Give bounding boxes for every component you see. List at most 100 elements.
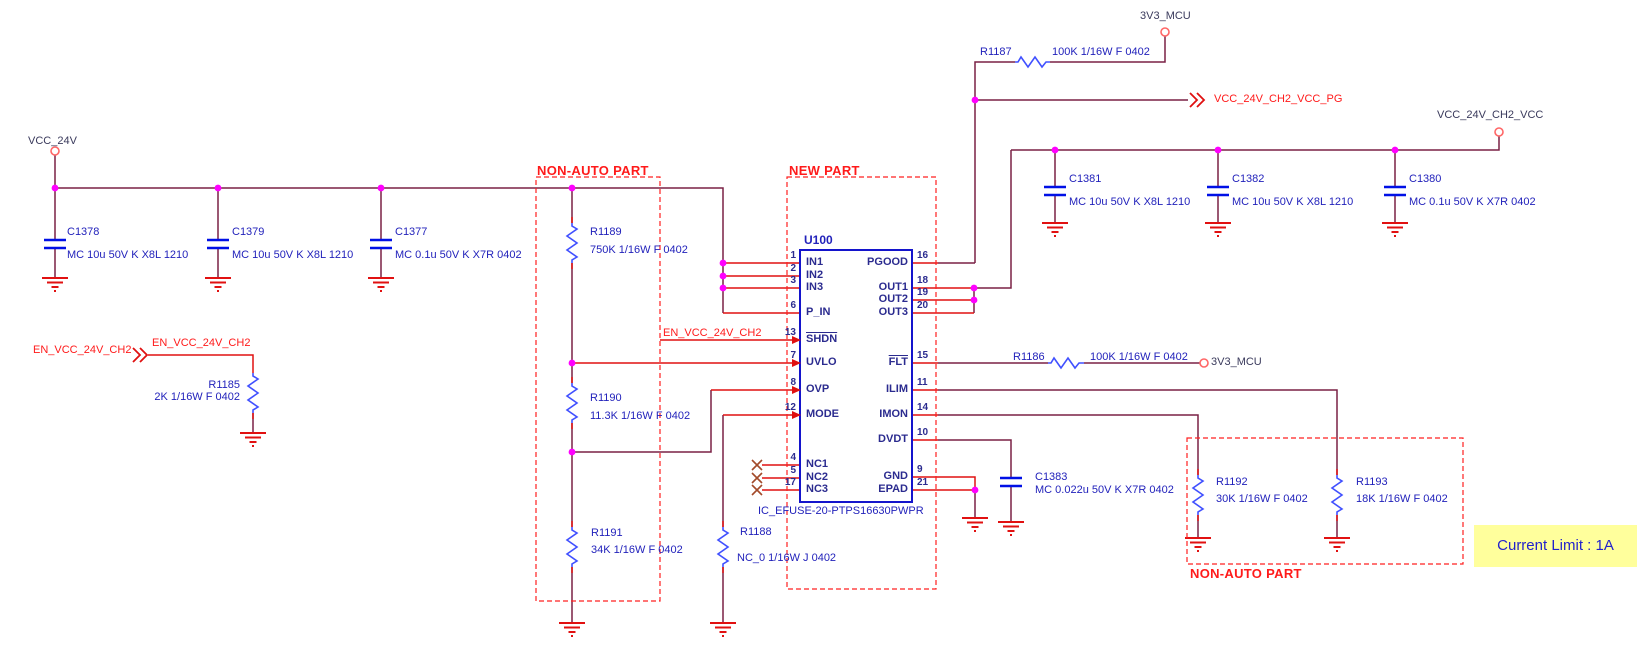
- C1380-value: MC 0.1u 50V K X7R 0402: [1409, 196, 1536, 208]
- pin-num-19: 19: [917, 287, 929, 298]
- pin-num-11: 11: [917, 377, 928, 388]
- resistor-symbols: [246, 55, 1344, 567]
- R1186-symbol: [1048, 356, 1084, 370]
- pin-name-imon: IMON: [879, 408, 908, 420]
- nc-stubs: [762, 464, 800, 491]
- net-label-en-wire: EN_VCC_24V_CH2: [152, 337, 251, 349]
- port-3v3-top-icon: [1160, 27, 1170, 37]
- current-limit-note: Current Limit : 1A: [1474, 525, 1637, 567]
- port-circle-icons: [50, 27, 1504, 368]
- pin-num-17: 17: [784, 477, 796, 488]
- C1382-value: MC 10u 50V K X8L 1210: [1232, 196, 1354, 208]
- C1378-symbol: [44, 238, 66, 250]
- R1187-ref: R1187: [980, 46, 1012, 58]
- non-auto-right-box: [1186, 437, 1464, 565]
- en-wire: [148, 354, 254, 373]
- new-part-box: [786, 176, 937, 590]
- C1378-ref: C1378: [67, 226, 100, 238]
- R1189-value: 750K 1/16W F 0402: [590, 244, 688, 256]
- pin-name-nc3: NC3: [806, 483, 829, 495]
- ic-ref: U100: [804, 233, 833, 247]
- cap-stems-right: [1054, 150, 1396, 223]
- R1189-symbol: [565, 223, 579, 263]
- wires: [54, 36, 1500, 623]
- pin-num-12: 12: [784, 402, 796, 413]
- pin-name-epad: EPAD: [878, 483, 908, 495]
- pin-name-gnd: GND: [883, 470, 908, 482]
- net-label-vcc24v: VCC_24V: [28, 135, 77, 147]
- group-boxes: [535, 176, 1464, 602]
- R1192-ref: R1192: [1216, 476, 1248, 488]
- pin-num-15: 15: [917, 350, 929, 361]
- pin-name-out2: OUT2: [878, 293, 908, 305]
- C1381-value: MC 10u 50V K X8L 1210: [1069, 196, 1191, 208]
- pin-name-shdn: SHDN: [806, 333, 838, 345]
- R1193-symbol: [1330, 475, 1344, 515]
- out-net: [973, 136, 1500, 313]
- ic-part: IC_EFUSE-20-PTPS16630PWPR: [758, 505, 924, 517]
- in-stubs: [723, 262, 800, 314]
- R1187-value: 100K 1/16W F 0402: [1052, 46, 1150, 58]
- pin-num-21: 21: [917, 477, 929, 488]
- R1191-value: 34K 1/16W F 0402: [591, 544, 683, 556]
- imon-net: [938, 414, 1199, 538]
- R1186-ref: R1186: [1013, 351, 1045, 363]
- ilim-net: [938, 389, 1338, 538]
- net-vcc24v-bus: [54, 155, 724, 313]
- pin-name-out3: OUT3: [878, 306, 908, 318]
- C1383-ref: C1383: [1035, 471, 1068, 483]
- pin-name-ovp: OVP: [806, 383, 830, 395]
- pin-num-6: 6: [790, 300, 796, 311]
- pin-name-uvlo: UVLO: [806, 356, 837, 368]
- box-label-non-auto-left: NON-AUTO PART: [537, 163, 649, 178]
- C1381-symbol: [1044, 185, 1066, 197]
- C1377-value: MC 0.1u 50V K X7R 0402: [395, 249, 522, 261]
- pg-chevron-icon: [1189, 92, 1206, 108]
- pin-num-9: 9: [917, 464, 923, 475]
- pin-name-nc1: NC1: [806, 458, 829, 470]
- ic-body: [799, 249, 913, 503]
- cap-stems-left: [54, 188, 382, 278]
- C1379-ref: C1379: [232, 226, 265, 238]
- C1379-symbol: [207, 238, 229, 250]
- R1192-symbol: [1191, 475, 1205, 515]
- R1187-symbol: [1015, 55, 1050, 69]
- pin-name-ilim: ILIM: [886, 383, 908, 395]
- C1382-symbol: [1207, 185, 1229, 197]
- pin-name-out1: OUT1: [878, 281, 908, 293]
- pin-name-dvdt: DVDT: [878, 433, 908, 445]
- port-vcc24v-icon: [50, 146, 60, 156]
- net-label-vcc-pg: VCC_24V_CH2_VCC_PG: [1214, 93, 1343, 105]
- ovp-link: [572, 390, 712, 453]
- pin-name-pin: P_IN: [806, 306, 831, 318]
- R1190-ref: R1190: [590, 392, 622, 404]
- pin-num-3: 3: [790, 275, 796, 286]
- pin-name-flt: FLT: [888, 356, 908, 368]
- offpage-chevron-icons: [132, 92, 1206, 363]
- net-label-3v3-right: 3V3_MCU: [1211, 356, 1262, 368]
- gnd-epad-stubs: [912, 476, 976, 491]
- en-chevron-icon: [132, 347, 149, 363]
- pin-num-4: 4: [790, 452, 796, 463]
- resistor-leads: [252, 217, 1338, 573]
- R1188-ref: R1188: [740, 526, 772, 538]
- C1380-ref: C1380: [1409, 173, 1442, 185]
- C1381-ref: C1381: [1069, 173, 1102, 185]
- pin-num-20: 20: [917, 300, 929, 311]
- C1380-symbol: [1384, 185, 1406, 197]
- junction-dots: [51, 96, 1399, 494]
- pin-num-16: 16: [917, 250, 929, 261]
- C1383-symbol: [1000, 476, 1022, 488]
- C1382-ref: C1382: [1232, 173, 1265, 185]
- R1191-ref: R1191: [591, 527, 623, 539]
- pin-num-10: 10: [917, 427, 929, 438]
- pin-num-1: 1: [790, 250, 796, 261]
- R1192-value: 30K 1/16W F 0402: [1216, 493, 1308, 505]
- R1188-value: NC_0 1/16W J 0402: [737, 552, 837, 564]
- right-stubs: [912, 262, 974, 441]
- C1383-value: MC 0.022u 50V K X7R 0402: [1035, 484, 1174, 496]
- C1377-symbol: [370, 238, 392, 250]
- pin-num-13: 13: [784, 327, 796, 338]
